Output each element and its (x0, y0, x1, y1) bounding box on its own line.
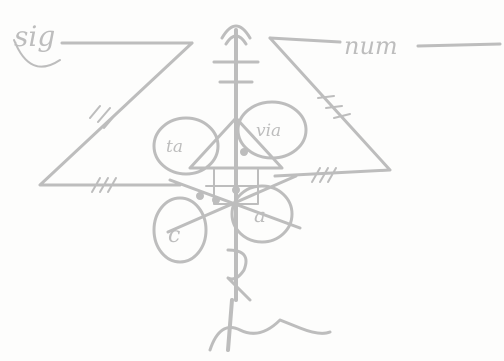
left-base-ticks (92, 178, 116, 192)
right-diagonal-ticks (318, 96, 350, 118)
loop-label-top-right: via (256, 121, 281, 141)
lower-r-flourish (228, 250, 250, 300)
loop-label-top-left: ta (166, 137, 183, 157)
loop-label-bottom-right: a (254, 203, 266, 227)
right-base-ticks (312, 168, 336, 182)
script-words: sig num ta via c a (14, 20, 398, 248)
word-right: num (344, 32, 398, 60)
loop-label-bottom-left: c (168, 223, 180, 248)
ink-strokes (14, 26, 500, 350)
word-left: sig (14, 20, 55, 53)
